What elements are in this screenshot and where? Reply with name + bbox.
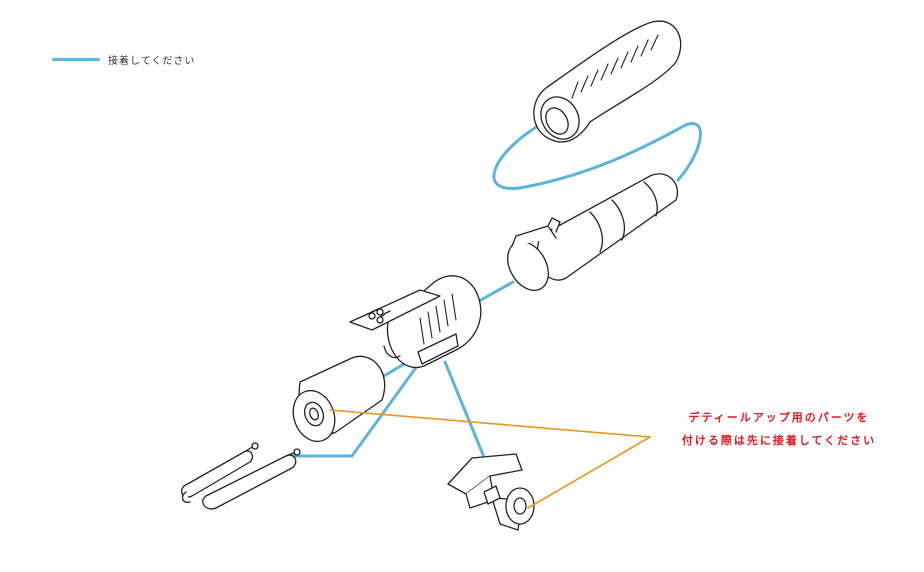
- pommel-cap: [292, 355, 386, 443]
- note-line-2: 付ける際は先に接着してください: [681, 434, 877, 447]
- legend: 接着してください: [52, 52, 195, 67]
- legend-label: 接着してください: [108, 56, 196, 67]
- glue-line-housing-to-pipes: [290, 360, 422, 458]
- legend-swatch: [52, 58, 100, 61]
- glue-line-housing-to-bracket: [443, 360, 488, 464]
- detail-pipes: [180, 442, 301, 510]
- barrel-tube: [507, 173, 678, 291]
- leader-line-to-bracket: [527, 436, 651, 509]
- glue-line-grip-to-barrel: [492, 116, 702, 190]
- emitter-housing: [349, 275, 482, 369]
- note-leader-lines: [329, 409, 651, 509]
- note-line-1: デティールアップ用のパーツを: [688, 411, 870, 424]
- mount-bracket: [447, 453, 535, 531]
- grip-sleeve: [533, 20, 682, 143]
- leader-line-to-pommel-cap: [329, 409, 651, 438]
- assembly-note: デティールアップ用のパーツを 付ける際は先に接着してください: [654, 406, 904, 452]
